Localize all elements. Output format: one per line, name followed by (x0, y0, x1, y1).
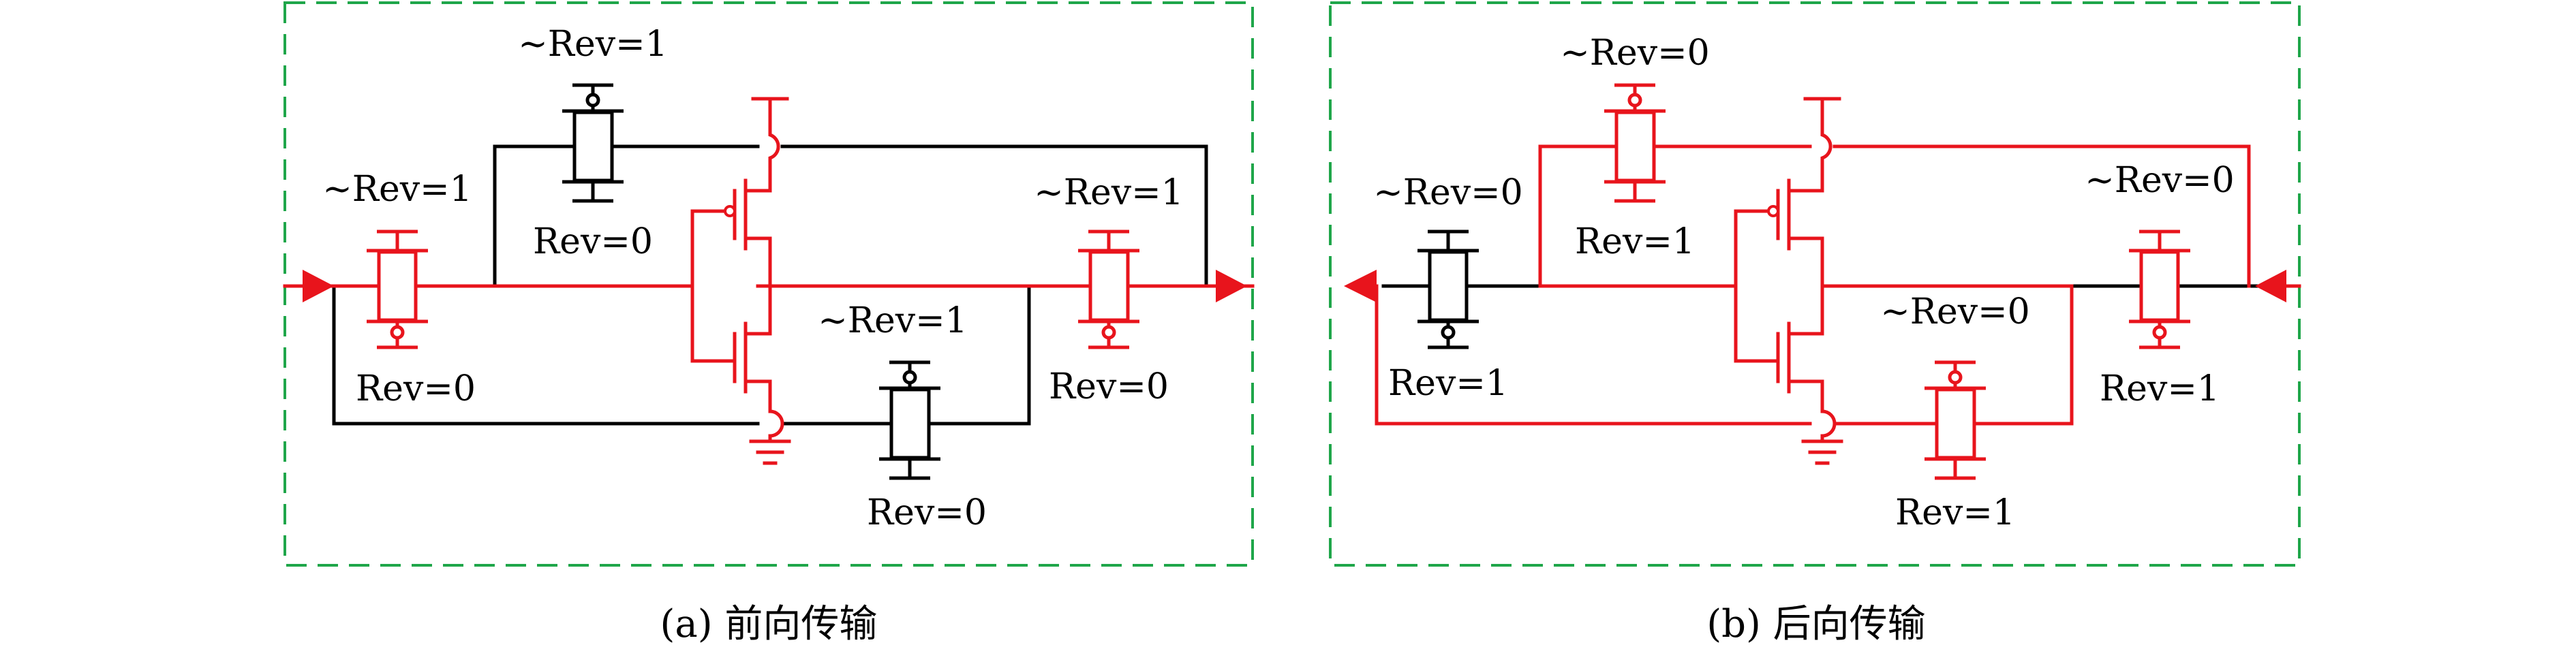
panel-b-output-arrow (1344, 270, 1377, 302)
panel-a-inactive-wires (332, 144, 1208, 426)
panel-b-input-arrow (2255, 270, 2286, 302)
panel-b-tg-out (2129, 230, 2190, 349)
panel-a-tg-out (1078, 230, 1139, 349)
panel-a-tg-top-bottom-label: Rev=0 (533, 221, 653, 262)
panel-b-tg-out-top-label: ~Rev=0 (2085, 160, 2235, 201)
panel-a-caption: (a) 前向传输 (660, 602, 878, 646)
panel-a-input-arrow (303, 270, 334, 302)
panel-b-tg-in-bottom-label: Rev=1 (1388, 363, 1508, 404)
panel-a-tg-in-top-label: ~Rev=1 (322, 169, 472, 210)
panel-b-tg-top-bottom-label: Rev=1 (1575, 221, 1695, 262)
panel-b: ~Rev=0 Rev=1 ~Rev=0 Rev=1 ~Rev=0 Rev=1 ~… (1329, 1, 2301, 646)
panel-b-tg-top-top-label: ~Rev=0 (1560, 33, 1710, 74)
panel-a-tg-bot-bottom-label: Rev=0 (867, 492, 987, 533)
panel-b-pmos-bubble (1767, 205, 1779, 217)
panel-b-tg-bot-bottom-label: Rev=1 (1895, 492, 2015, 533)
panel-a-frame (283, 1, 1254, 567)
panel-b-tg-in (1417, 230, 1479, 349)
panel-a-tg-in (367, 230, 428, 349)
panel-b-active-wires (1375, 97, 2301, 465)
panel-a-tg-bot-top-label: ~Rev=1 (818, 300, 968, 341)
panel-a-tg-in-bottom-label: Rev=0 (356, 368, 476, 409)
panel-a-tg-top (562, 83, 624, 203)
panel-a: ~Rev=1 Rev=0 ~Rev=1 Rev=0 ~Rev=1 Rev=0 ~… (283, 1, 1255, 646)
panel-b-tg-bot (1925, 360, 1986, 480)
panel-b-frame (1329, 1, 2301, 567)
panel-a-active-wires (283, 97, 1255, 465)
panel-b-caption: (b) 后向传输 (1706, 602, 1925, 646)
panel-b-tg-in-top-label: ~Rev=0 (1373, 172, 1523, 213)
panel-a-tg-top-top-label: ~Rev=1 (518, 24, 668, 65)
panel-a-tg-bot (879, 360, 940, 480)
panel-b-tg-bot-top-label: ~Rev=0 (1880, 291, 2030, 332)
panel-a-output-arrow (1216, 270, 1247, 302)
panel-b-tg-top (1604, 83, 1666, 203)
panel-a-tg-out-top-label: ~Rev=1 (1034, 172, 1184, 213)
panel-a-tg-out-bottom-label: Rev=0 (1049, 366, 1169, 407)
panel-a-pmos-bubble (724, 205, 736, 217)
panel-b-tg-out-bottom-label: Rev=1 (2100, 368, 2220, 409)
